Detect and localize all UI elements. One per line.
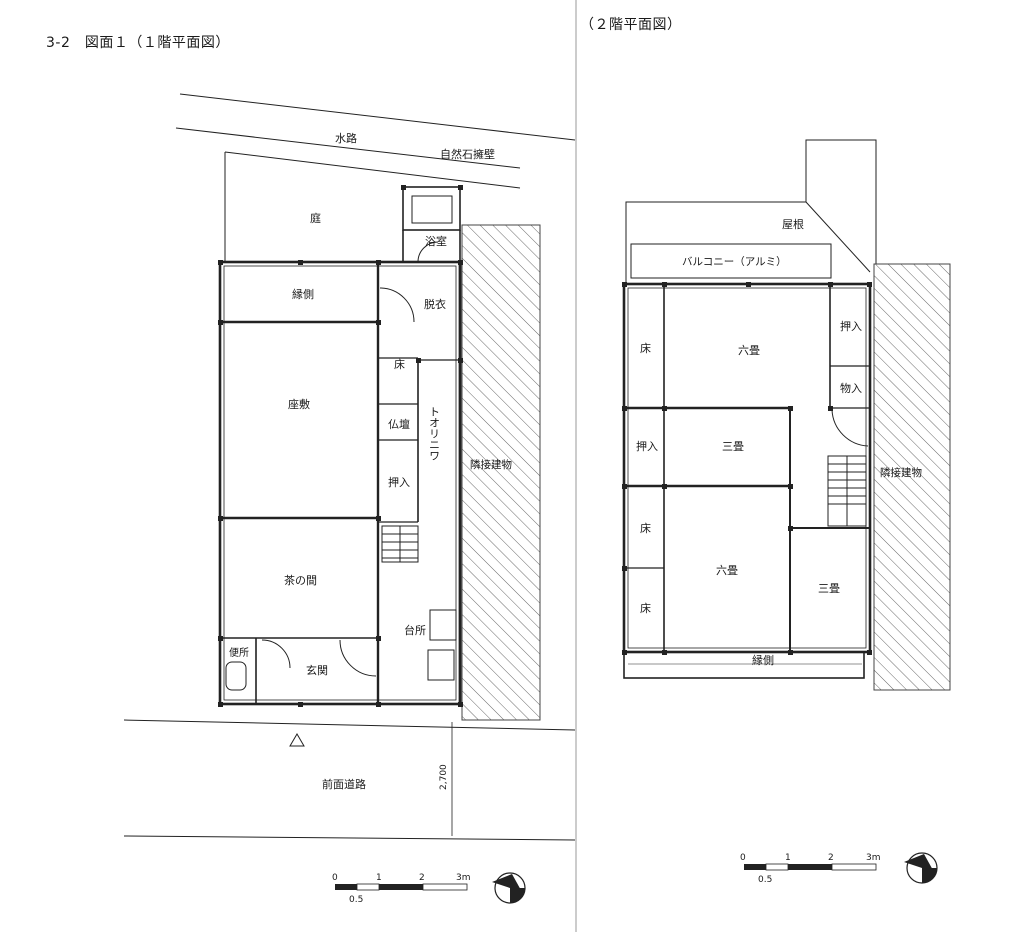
f1-entrance-label: 玄関 xyxy=(306,663,328,677)
f1-front-road-label: 前面道路 xyxy=(322,777,366,791)
f2-balcony-label: バルコニー（アルミ） xyxy=(682,256,787,268)
f1-alcove-label: 床 xyxy=(394,357,405,371)
floor2-plan xyxy=(622,139,951,691)
f1-scale-2: 2 xyxy=(419,873,425,883)
entrance-marker xyxy=(289,733,305,747)
f2-rokujo-bottom-label: 六畳 xyxy=(716,564,738,577)
f1-zashiki-label: 座敷 xyxy=(288,397,310,411)
f2-alcove-top-label: 床 xyxy=(640,341,651,355)
f2-north-arrow-icon xyxy=(904,852,938,884)
f1-neighbor-label: 隣接建物 xyxy=(470,458,512,471)
f1-garden-label: 庭 xyxy=(310,211,321,225)
f2-alcove-mid-label: 床 xyxy=(640,521,651,535)
f1-waterway-label: 水路 xyxy=(335,132,357,145)
f1-bathroom-label: 浴室 xyxy=(425,234,447,248)
f2-scale-half: 0.5 xyxy=(758,875,772,885)
floor1-title: 3-2 図面１（１階平面図） xyxy=(46,35,230,51)
f2-veranda-label: 縁側 xyxy=(752,653,774,667)
f1-scale-3: 3m xyxy=(456,873,471,883)
f2-sanjo-top-label: 三畳 xyxy=(722,440,744,453)
f2-sanjo-right-label: 三畳 xyxy=(818,582,840,595)
f2-scale-2: 2 xyxy=(828,853,834,863)
f2-neighbor-label: 隣接建物 xyxy=(880,466,922,479)
f1-scale-1: 1 xyxy=(376,873,382,883)
f2-neighbor-building xyxy=(873,263,951,691)
f2-storage-label: 物入 xyxy=(840,381,862,395)
f1-dressing-label: 脱衣 xyxy=(424,297,446,311)
f2-alcove-bottom-label: 床 xyxy=(640,601,651,615)
floor2-title: （２階平面図） xyxy=(580,17,682,33)
f1-toorinima-label: トオリニワ xyxy=(428,406,441,461)
floor1-plan xyxy=(123,93,576,841)
f1-closet-label: 押入 xyxy=(388,475,410,489)
f2-rokujo-top-label: 六畳 xyxy=(738,344,760,357)
f2-closet-left-label: 押入 xyxy=(636,439,658,453)
f1-veranda-label: 縁側 xyxy=(292,287,314,301)
f1-kitchen-label: 台所 xyxy=(404,623,426,637)
f2-scale-1: 1 xyxy=(785,853,791,863)
f2-scale-3: 3m xyxy=(866,853,881,863)
f1-north-arrow-icon xyxy=(492,872,526,904)
floor1-labels: 水路 自然石擁壁 庭 浴室 縁側 脱衣 床 座敷 仏壇 トオリニワ 押入 隣接建… xyxy=(229,132,512,791)
f1-scale-half: 0.5 xyxy=(349,895,363,905)
f1-stone-wall-label: 自然石擁壁 xyxy=(440,147,495,161)
f1-road-width-label: 2,700 xyxy=(439,764,449,790)
f1-neighbor-building xyxy=(461,224,541,721)
f2-scale-bar: 0 1 2 3m 0.5 xyxy=(740,853,881,885)
f1-scale-bar: 0 1 2 3m 0.5 xyxy=(332,873,471,905)
f1-scale-0: 0 xyxy=(332,873,338,883)
f2-scale-0: 0 xyxy=(740,853,746,863)
floor2-labels: 屋根 バルコニー（アルミ） 床 六畳 押入 物入 押入 三畳 隣接建物 床 六畳… xyxy=(636,217,922,667)
f1-toilet-label: 便所 xyxy=(229,646,249,659)
f2-closet-top-label: 押入 xyxy=(840,319,862,333)
f1-chanoma-label: 茶の間 xyxy=(284,574,317,587)
f2-roof-label: 屋根 xyxy=(782,217,804,231)
f1-altar-label: 仏壇 xyxy=(388,417,410,431)
